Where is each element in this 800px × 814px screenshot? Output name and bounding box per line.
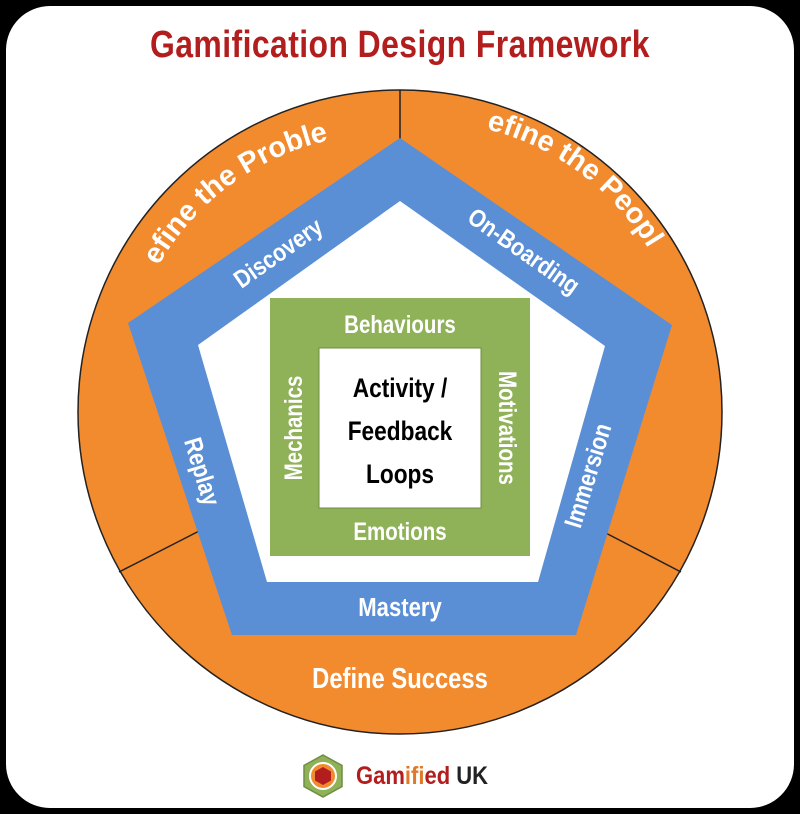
ring-divider-right (599, 529, 682, 573)
pentagon-label-bottom: Mastery (358, 593, 442, 622)
square-label-left: Mechanics (279, 376, 307, 481)
core-line-2: Feedback (348, 416, 453, 446)
square-label-right: Motivations (494, 371, 522, 485)
brand-name: Gamified UK (356, 761, 489, 790)
hexagon-logo-icon (303, 754, 343, 798)
core-box (318, 347, 482, 509)
ring-divider-left (118, 527, 206, 573)
brand-logo: Gamified UK (300, 752, 506, 800)
square-label-bottom: Emotions (353, 517, 446, 545)
core-line-3: Loops (366, 459, 434, 489)
core-line-1: Activity / (353, 373, 448, 403)
page-title: Gamification Design Framework (150, 24, 650, 66)
ring-label-bottom: Define Success (312, 662, 488, 695)
square-label-top: Behaviours (344, 310, 456, 338)
